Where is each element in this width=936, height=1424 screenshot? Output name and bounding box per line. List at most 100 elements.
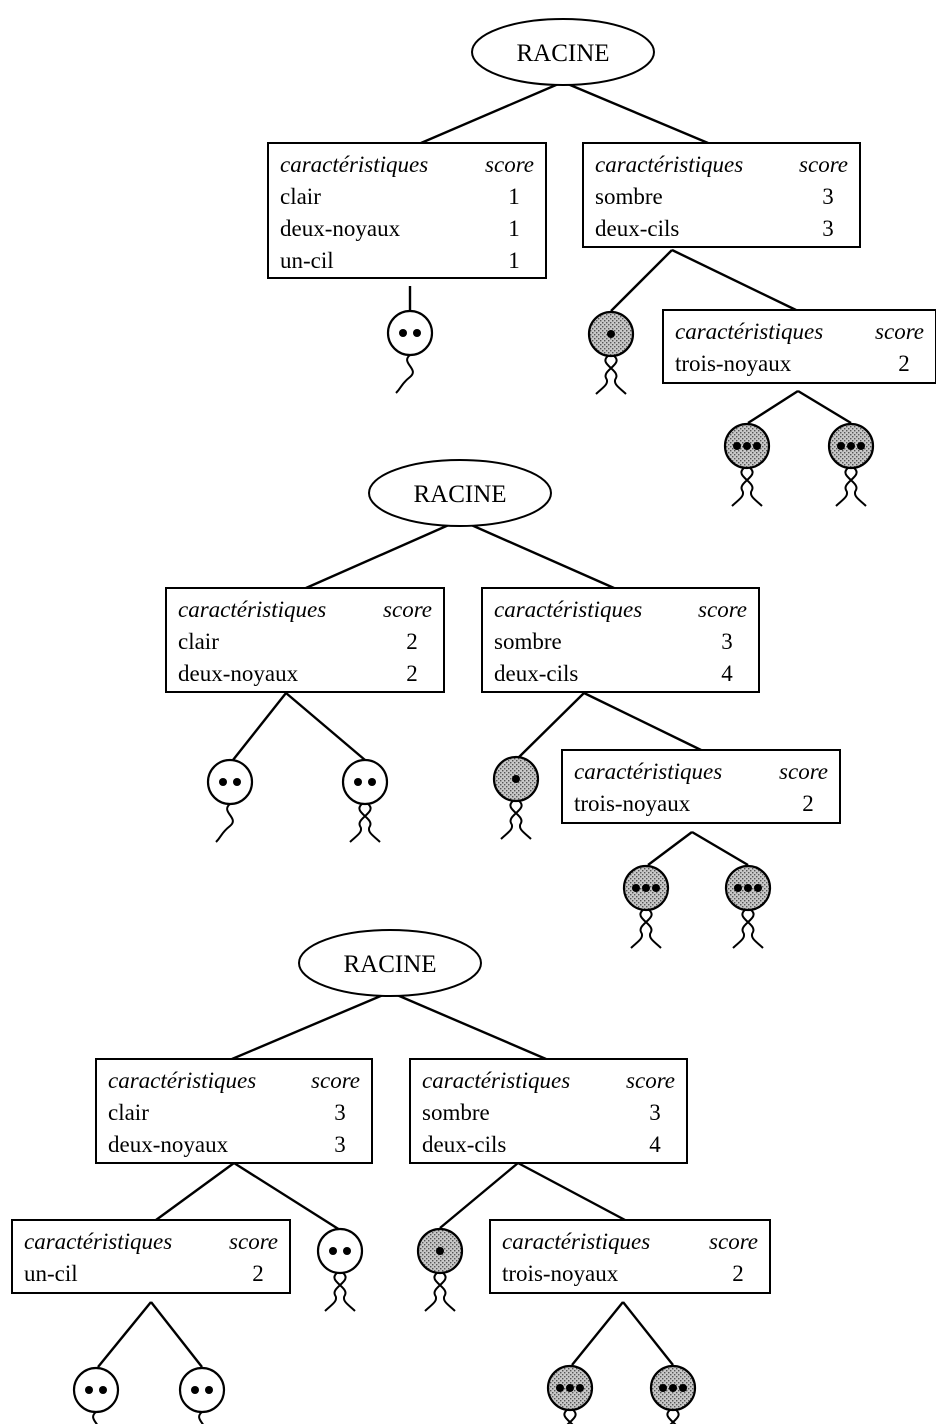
cilium-line [395, 354, 414, 394]
nucleus-dot [354, 778, 362, 786]
column-header-features: caractéristiques [178, 597, 326, 622]
column-header-features: caractéristiques [675, 319, 823, 344]
dark-cell-icon [649, 1364, 697, 1424]
tree-edge [515, 692, 585, 761]
feature-score: 3 [334, 1132, 346, 1157]
cilium-line [604, 355, 627, 395]
dark-cell-icon [492, 755, 540, 840]
root-node [298, 929, 482, 997]
cilium-line [563, 1409, 574, 1424]
feature-name: clair [108, 1100, 149, 1125]
feature-name: deux-noyaux [280, 216, 401, 241]
root-label: RACINE [343, 951, 436, 978]
feature-name: deux-cils [494, 661, 578, 686]
tree-edge [691, 830, 749, 867]
feature-name: trois-noyaux [675, 351, 792, 376]
nucleus-dot [607, 330, 615, 338]
feature-score: 2 [732, 1261, 744, 1286]
cilium-line [500, 800, 523, 840]
light-cell-icon [72, 1366, 120, 1424]
cilium-line [566, 1409, 577, 1424]
cilium-line [595, 355, 618, 395]
feature-score: 2 [252, 1261, 264, 1286]
cilium-line [741, 909, 764, 949]
tree-edge [439, 1162, 519, 1229]
nucleus-dot [733, 442, 741, 450]
nucleus-dot [436, 1247, 444, 1255]
nucleus-dot [753, 442, 761, 450]
tree-edge [671, 248, 797, 312]
nucleus-dot [399, 329, 407, 337]
cilium-line [349, 803, 372, 843]
feature-score: 2 [898, 351, 910, 376]
feature-name: deux-cils [422, 1132, 506, 1157]
nucleus-dot [847, 442, 855, 450]
concept-node-box [561, 749, 841, 824]
column-header-score: score [383, 597, 432, 622]
tree-edge [622, 1301, 674, 1366]
cilium-line [433, 1272, 456, 1312]
nucleus-dot [205, 1386, 213, 1394]
nucleus-dot [413, 329, 421, 337]
cilium-line [844, 467, 867, 507]
feature-name: un-cil [280, 248, 334, 273]
tree-edge [797, 389, 852, 425]
cilium-line [92, 1411, 98, 1424]
nucleus-dot [576, 1384, 584, 1392]
light-cell-icon [206, 758, 254, 843]
column-header-features: caractéristiques [595, 152, 743, 177]
nucleus-dot [191, 1386, 199, 1394]
nucleus-dot [754, 884, 762, 892]
light-cell-icon [178, 1366, 226, 1424]
cilium-line [835, 467, 858, 507]
root-label: RACINE [516, 40, 609, 67]
cilium-line [740, 467, 763, 507]
cilium-line [333, 1272, 356, 1312]
cilium-line [669, 1409, 680, 1424]
nucleus-dot [642, 884, 650, 892]
tree-edge [150, 1301, 203, 1368]
dark-cell-icon [546, 1364, 594, 1424]
nucleus-dot [837, 442, 845, 450]
cilium-line [666, 1409, 677, 1424]
tree-edge [97, 1301, 152, 1368]
column-header-score: score [485, 152, 534, 177]
feature-score: 1 [508, 248, 520, 273]
tree-edge [583, 691, 702, 752]
feature-score: 3 [334, 1100, 346, 1125]
cilium-line [424, 1272, 447, 1312]
feature-name: trois-noyaux [574, 791, 691, 816]
nucleus-dot [566, 1384, 574, 1392]
light-cell-icon [316, 1227, 364, 1312]
dark-cell-icon [724, 864, 772, 949]
concept-node-box [409, 1058, 688, 1164]
nucleus-dot [556, 1384, 564, 1392]
feature-name: deux-noyaux [178, 661, 299, 686]
cilium-line [215, 803, 234, 843]
column-header-score: score [875, 319, 924, 344]
nucleus-dot [669, 1384, 677, 1392]
feature-score: 4 [721, 661, 733, 686]
column-header-score: score [311, 1068, 360, 1093]
cell-body [386, 309, 434, 357]
light-cell-icon [341, 758, 389, 843]
feature-name: clair [178, 629, 219, 654]
column-header-score: score [229, 1229, 278, 1254]
tree-edge [420, 80, 564, 145]
concept-node-box [165, 587, 445, 693]
concept-node-box [267, 142, 547, 279]
feature-score: 3 [822, 216, 834, 241]
feature-score: 2 [406, 629, 418, 654]
cell-body [178, 1366, 226, 1414]
feature-name: sombre [494, 629, 562, 654]
concept-node-box [481, 587, 760, 693]
cilium-line [358, 803, 381, 843]
nucleus-dot [734, 884, 742, 892]
root-label: RACINE [413, 481, 506, 508]
